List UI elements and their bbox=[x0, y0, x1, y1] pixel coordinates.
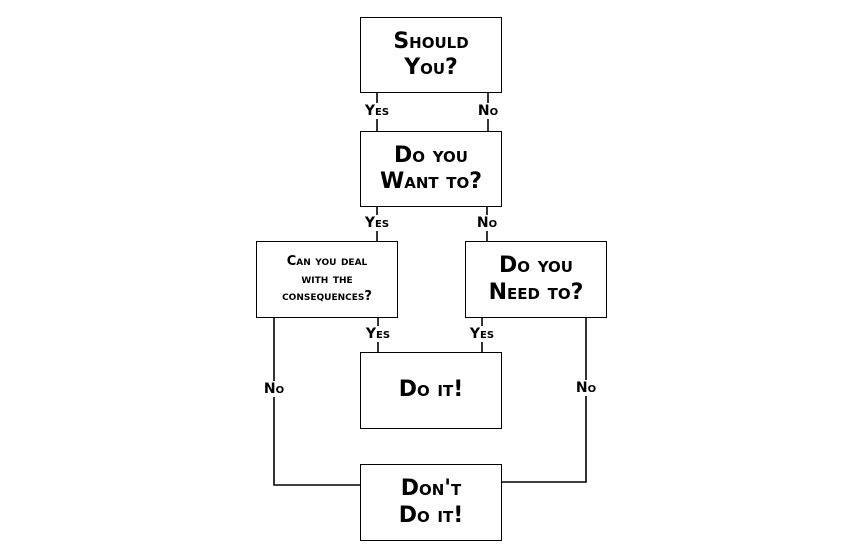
edge-label-want-yes: Yes bbox=[363, 215, 391, 231]
node-dont-do-it: Don't Do it! bbox=[360, 464, 502, 541]
node-want-to: Do you Want to? bbox=[360, 131, 502, 207]
node-need-to-label: Do you Need to? bbox=[488, 253, 584, 305]
node-consequences: Can you deal with the consequences? bbox=[256, 241, 398, 318]
node-should-you: Should You? bbox=[360, 17, 502, 93]
node-should-you-label: Should You? bbox=[393, 28, 469, 80]
node-dont-do-it-label: Don't Do it! bbox=[398, 476, 464, 528]
connector-consequences-no bbox=[273, 317, 360, 486]
node-do-it: Do it! bbox=[360, 352, 502, 429]
edge-label-need-yes: Yes bbox=[468, 326, 496, 342]
edge-label-consequences-no: No bbox=[262, 381, 286, 397]
edge-label-want-no: No bbox=[475, 215, 499, 231]
edge-label-consequences-yes: Yes bbox=[364, 326, 392, 342]
edge-label-need-no: No bbox=[574, 380, 598, 396]
edge-label-should-no: No bbox=[476, 103, 500, 119]
node-consequences-label: Can you deal with the consequences? bbox=[282, 254, 372, 305]
connector-need-no bbox=[502, 317, 587, 483]
node-want-to-label: Do you Want to? bbox=[379, 142, 483, 194]
edge-label-should-yes: Yes bbox=[363, 103, 391, 119]
node-need-to: Do you Need to? bbox=[465, 241, 607, 318]
node-do-it-label: Do it! bbox=[398, 377, 464, 403]
